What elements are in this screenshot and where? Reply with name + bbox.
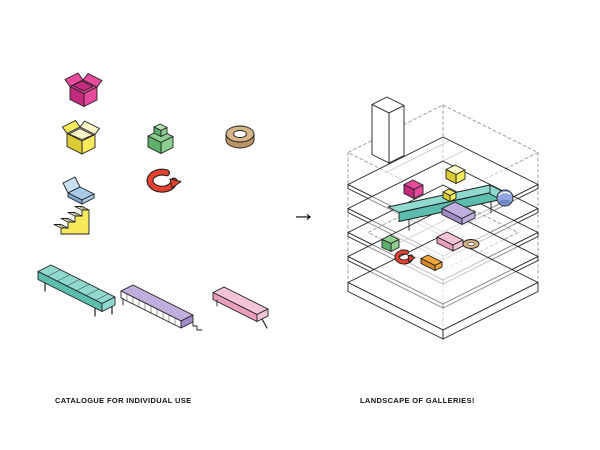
yellow-box-icon	[445, 164, 466, 184]
red-spiral-ramp-icon	[146, 168, 182, 193]
floor-slab	[347, 208, 539, 309]
catalogue-panel	[37, 72, 269, 331]
purple-gallery-icon	[120, 284, 203, 331]
purple-slab-icon	[441, 201, 476, 225]
pink-slab-icon	[436, 231, 464, 252]
tower-icon	[371, 96, 405, 164]
transform-arrow-icon: →	[291, 199, 316, 227]
yellow-open-box-icon	[62, 120, 100, 155]
blue-lounger-icon	[62, 176, 95, 205]
green-terraced-box-icon	[147, 123, 174, 154]
green-box-icon	[381, 234, 400, 252]
tan-ring-icon	[462, 239, 480, 249]
galleries-panel	[347, 96, 539, 340]
pink-gallery-icon	[212, 286, 269, 329]
yellow-stairs-icon	[53, 205, 90, 235]
tan-round-pavilion-icon	[225, 125, 255, 149]
magenta-box-icon	[403, 179, 424, 199]
red-spiral-icon	[394, 249, 416, 265]
teal-long-gallery-icon	[37, 264, 116, 317]
catalogue-caption: CATALOGUE FOR INDIVIDUAL USE	[55, 396, 192, 405]
blue-sphere-icon	[496, 189, 514, 207]
landscape-caption: LANDSCAPE OF GALLERIES!	[360, 396, 475, 405]
small-yellow-box-icon	[442, 188, 457, 202]
magenta-open-box-icon	[64, 72, 103, 107]
orange-bar-icon	[420, 254, 443, 271]
